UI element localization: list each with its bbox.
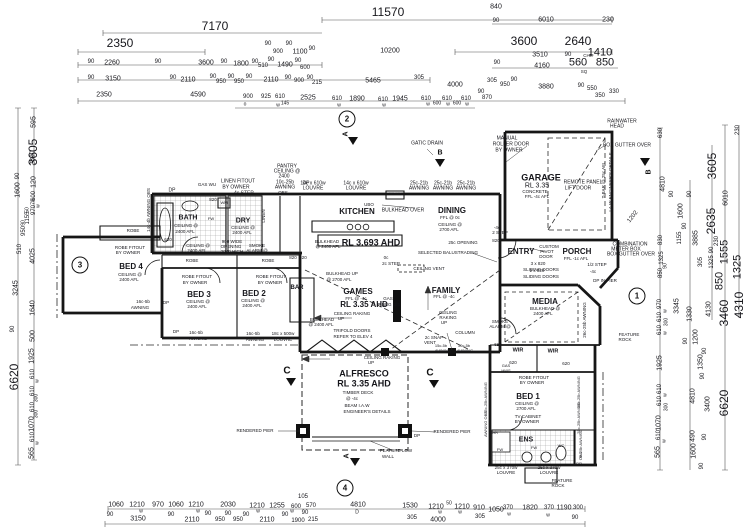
tiled-areas xyxy=(153,195,575,466)
fixtures xyxy=(159,200,567,463)
door-swings xyxy=(144,236,523,431)
leader-lines xyxy=(278,145,605,450)
exterior-walls xyxy=(61,130,620,467)
partition-walls xyxy=(99,190,595,484)
piers xyxy=(296,290,456,438)
dimension-lines xyxy=(15,17,740,527)
dashed-lines xyxy=(56,137,606,462)
